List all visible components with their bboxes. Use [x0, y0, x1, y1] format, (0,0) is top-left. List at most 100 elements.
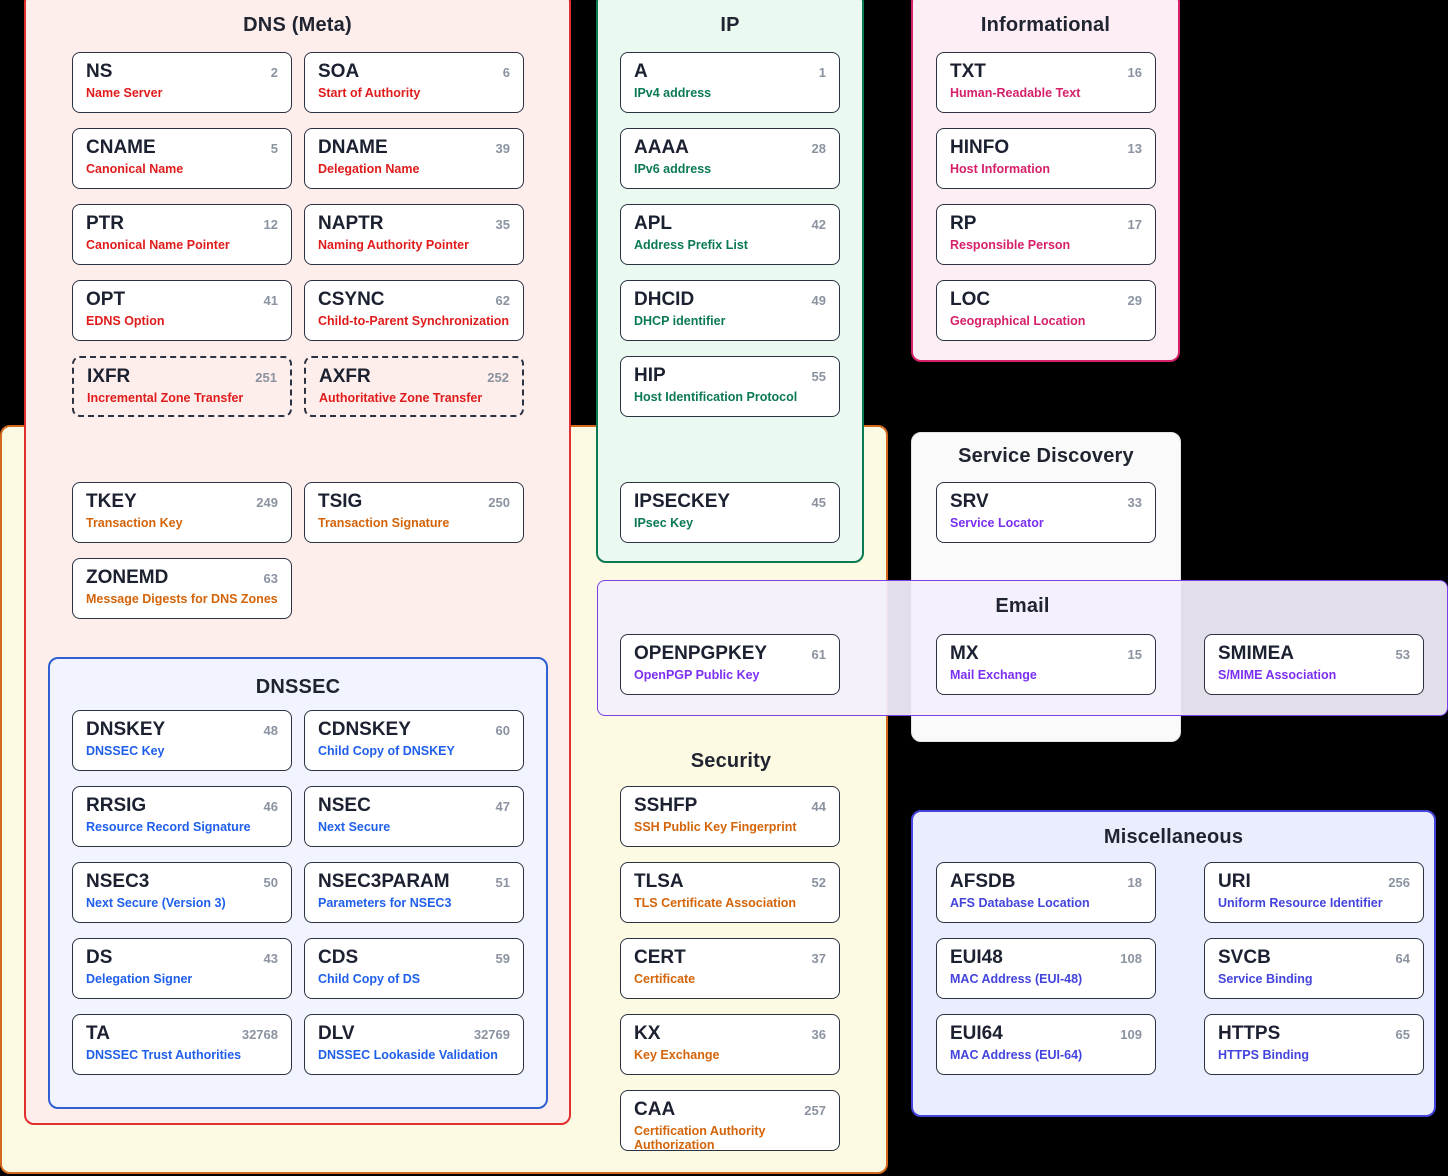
record-number: 39	[495, 141, 510, 156]
record-card-naptr[interactable]: NAPTR 35 Naming Authority Pointer	[304, 204, 524, 265]
record-number: 60	[495, 723, 510, 738]
record-description: Authoritative Zone Transfer	[319, 390, 483, 405]
record-name: EUI48	[950, 947, 1003, 968]
record-number: 36	[811, 1027, 826, 1042]
record-description: Host Information	[950, 161, 1050, 176]
record-card-smimea[interactable]: SMIMEA 53 S/MIME Association	[1204, 634, 1424, 695]
record-description: Message Digests for DNS Zones	[86, 591, 278, 606]
record-number: 59	[495, 951, 510, 966]
record-card-uri[interactable]: URI 256 Uniform Resource Identifier	[1204, 862, 1424, 923]
record-name: CDS	[318, 947, 359, 968]
record-number: 37	[811, 951, 826, 966]
record-description: TLS Certificate Association	[634, 895, 797, 910]
record-card-ns[interactable]: NS 2 Name Server	[72, 52, 292, 113]
record-card-srv[interactable]: SRV 33 Service Locator	[936, 482, 1156, 543]
record-card-hip[interactable]: HIP 55 Host Identification Protocol	[620, 356, 840, 417]
record-card-hinfo[interactable]: HINFO 13 Host Information	[936, 128, 1156, 189]
record-name: APL	[634, 213, 672, 234]
record-description: Start of Authority	[318, 85, 421, 100]
record-description: MAC Address (EUI-64)	[950, 1047, 1083, 1062]
panel-title-security: Security	[690, 750, 772, 772]
record-number: 63	[263, 571, 278, 586]
record-card-caa[interactable]: CAA 257 Certification Authority Authoriz…	[620, 1090, 840, 1151]
panel-title-ip: IP	[720, 14, 740, 36]
record-card-kx[interactable]: KX 36 Key Exchange	[620, 1014, 840, 1075]
record-card-tlsa[interactable]: TLSA 52 TLS Certificate Association	[620, 862, 840, 923]
record-name: SMIMEA	[1218, 643, 1294, 664]
record-number: 47	[495, 799, 510, 814]
record-card-https[interactable]: HTTPS 65 HTTPS Binding	[1204, 1014, 1424, 1075]
record-number: 28	[811, 141, 826, 156]
record-card-ds[interactable]: DS 43 Delegation Signer	[72, 938, 292, 999]
record-number: 6	[502, 65, 510, 80]
record-number: 12	[263, 217, 278, 232]
record-card-nsec3[interactable]: NSEC3 50 Next Secure (Version 3)	[72, 862, 292, 923]
record-card-dnskey[interactable]: DNSKEY 48 DNSSEC Key	[72, 710, 292, 771]
record-card-soa[interactable]: SOA 6 Start of Authority	[304, 52, 524, 113]
record-card-zonemd[interactable]: ZONEMD 63 Message Digests for DNS Zones	[72, 558, 292, 619]
record-name: HIP	[634, 365, 666, 386]
record-number: 44	[811, 799, 826, 814]
record-card-ptr[interactable]: PTR 12 Canonical Name Pointer	[72, 204, 292, 265]
record-card-a[interactable]: A 1 IPv4 address	[620, 52, 840, 113]
record-name: LOC	[950, 289, 991, 310]
record-number: 55	[811, 369, 826, 384]
record-name: AXFR	[319, 366, 371, 387]
record-description: Transaction Key	[86, 515, 183, 530]
record-number: 64	[1395, 951, 1410, 966]
record-card-tsig[interactable]: TSIG 250 Transaction Signature	[304, 482, 524, 543]
record-name: SSHFP	[634, 795, 698, 816]
record-card-ixfr[interactable]: IXFR 251 Incremental Zone Transfer	[72, 356, 292, 417]
record-description: Host Identification Protocol	[634, 389, 798, 404]
record-name: HINFO	[950, 137, 1010, 158]
record-number: 32769	[473, 1027, 510, 1042]
record-card-rrsig[interactable]: RRSIG 46 Resource Record Signature	[72, 786, 292, 847]
record-description: Mail Exchange	[950, 667, 1037, 682]
record-card-loc[interactable]: LOC 29 Geographical Location	[936, 280, 1156, 341]
record-card-axfr[interactable]: AXFR 252 Authoritative Zone Transfer	[304, 356, 524, 417]
record-card-txt[interactable]: TXT 16 Human-Readable Text	[936, 52, 1156, 113]
record-description: Responsible Person	[950, 237, 1071, 252]
record-description: Human-Readable Text	[950, 85, 1081, 100]
record-card-eui64[interactable]: EUI64 109 MAC Address (EUI-64)	[936, 1014, 1156, 1075]
record-card-sshfp[interactable]: SSHFP 44 SSH Public Key Fingerprint	[620, 786, 840, 847]
record-card-rp[interactable]: RP 17 Responsible Person	[936, 204, 1156, 265]
record-card-dname[interactable]: DNAME 39 Delegation Name	[304, 128, 524, 189]
record-card-dlv[interactable]: DLV 32769 DNSSEC Lookaside Validation	[304, 1014, 524, 1075]
record-card-ipseckey[interactable]: IPSECKEY 45 IPsec Key	[620, 482, 840, 543]
record-description: IPv4 address	[634, 85, 712, 100]
record-card-cdnskey[interactable]: CDNSKEY 60 Child Copy of DNSKEY	[304, 710, 524, 771]
record-card-mx[interactable]: MX 15 Mail Exchange	[936, 634, 1156, 695]
record-description: DHCP identifier	[634, 313, 726, 328]
record-card-csync[interactable]: CSYNC 62 Child-to-Parent Synchronization	[304, 280, 524, 341]
record-card-cds[interactable]: CDS 59 Child Copy of DS	[304, 938, 524, 999]
record-card-cert[interactable]: CERT 37 Certificate	[620, 938, 840, 999]
record-card-openpgpkey[interactable]: OPENPGPKEY 61 OpenPGP Public Key	[620, 634, 840, 695]
record-card-ta[interactable]: TA 32768 DNSSEC Trust Authorities	[72, 1014, 292, 1075]
record-card-aaaa[interactable]: AAAA 28 IPv6 address	[620, 128, 840, 189]
record-description: OpenPGP Public Key	[634, 667, 760, 682]
record-card-eui48[interactable]: EUI48 108 MAC Address (EUI-48)	[936, 938, 1156, 999]
record-number: 29	[1127, 293, 1142, 308]
record-card-tkey[interactable]: TKEY 249 Transaction Key	[72, 482, 292, 543]
record-number: 62	[495, 293, 510, 308]
record-description: Canonical Name Pointer	[86, 237, 230, 252]
record-number: 1	[818, 65, 826, 80]
record-number: 51	[495, 875, 510, 890]
record-number: 18	[1127, 875, 1142, 890]
record-name: NSEC	[318, 795, 371, 816]
record-card-afsdb[interactable]: AFSDB 18 AFS Database Location	[936, 862, 1156, 923]
record-card-nsec3param[interactable]: NSEC3PARAM 51 Parameters for NSEC3	[304, 862, 524, 923]
record-name: OPT	[86, 289, 126, 310]
record-name: ZONEMD	[86, 567, 169, 588]
record-card-dhcid[interactable]: DHCID 49 DHCP identifier	[620, 280, 840, 341]
record-card-cname[interactable]: CNAME 5 Canonical Name	[72, 128, 292, 189]
record-name: NSEC3PARAM	[318, 871, 450, 892]
record-description: S/MIME Association	[1218, 667, 1337, 682]
record-card-nsec[interactable]: NSEC 47 Next Secure	[304, 786, 524, 847]
record-description: AFS Database Location	[950, 895, 1090, 910]
record-card-apl[interactable]: APL 42 Address Prefix List	[620, 204, 840, 265]
record-card-opt[interactable]: OPT 41 EDNS Option	[72, 280, 292, 341]
record-number: 13	[1127, 141, 1142, 156]
record-card-svcb[interactable]: SVCB 64 Service Binding	[1204, 938, 1424, 999]
